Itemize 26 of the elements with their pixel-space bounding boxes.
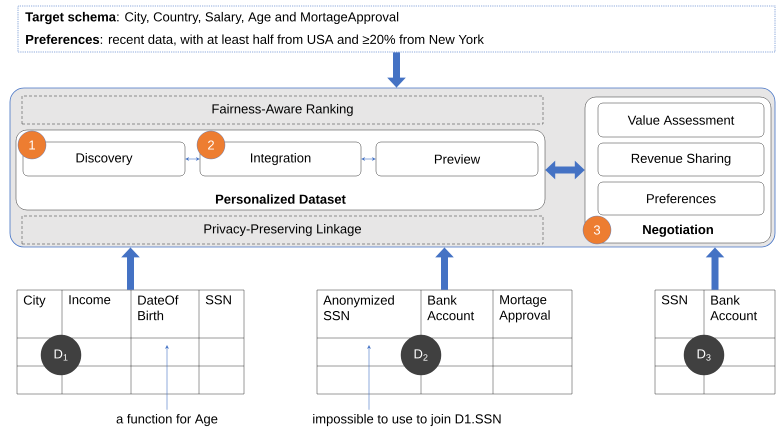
dataset-badge: D$_{3}$: [684, 334, 724, 376]
column-header: SSN: [206, 295, 231, 304]
column-header: SSN: [662, 295, 687, 304]
column-header: DateOf Birth: [138, 295, 178, 320]
column-header: Income: [69, 295, 110, 304]
note-text: impossible to use to join D1.SSN: [313, 414, 501, 426]
note-text: a function for Age: [116, 414, 218, 426]
data-table: [316, 290, 572, 394]
service-band: Privacy-Preserving Linkage: [22, 216, 544, 244]
number-badge: 1: [18, 130, 46, 160]
dataset-badge: D$_{2}$: [400, 334, 442, 376]
column-header: City: [24, 295, 46, 308]
data-table: [16, 290, 244, 394]
step-box: Revenue Sharing: [598, 142, 764, 176]
column-header: Bank Account: [710, 295, 758, 320]
column-header: Mortage Approval: [499, 295, 550, 322]
column-header: Anonymized SSN: [323, 295, 394, 320]
step-box: Value Assessment: [598, 102, 764, 138]
requirements-box: Target schema: City, Country, Salary, Age and MortageApproval Preferences: recent data, with at least half from USA and ≥20% from New York: [18, 6, 776, 52]
number-badge: 2: [196, 130, 226, 160]
step-box: Preview: [376, 142, 538, 176]
service-band: Fairness-Aware Ranking: [22, 96, 544, 124]
column-header: Bank Account: [427, 295, 474, 320]
dataset-badge: D$_{1}$: [40, 334, 82, 376]
number-badge: 3: [582, 216, 612, 244]
step-box: Preferences: [598, 182, 764, 216]
